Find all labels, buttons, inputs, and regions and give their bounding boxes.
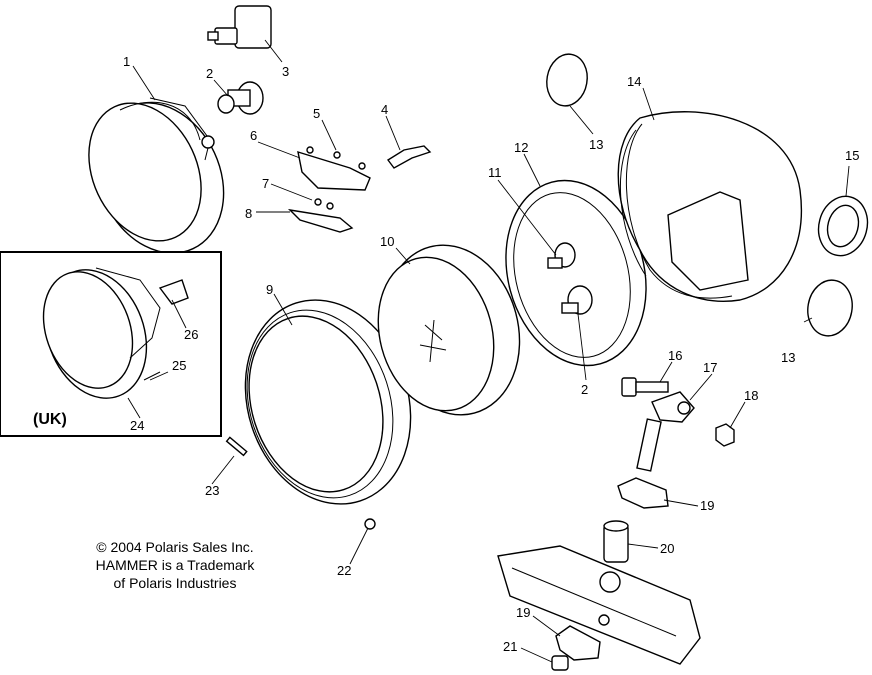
callout-23: 23 xyxy=(205,483,219,498)
leader-lines xyxy=(127,39,850,663)
clip-4 xyxy=(386,145,432,169)
callout-26: 26 xyxy=(184,327,198,342)
callout-7: 7 xyxy=(262,176,269,191)
bulb-socket-3 xyxy=(207,5,272,49)
pin-23 xyxy=(225,436,248,457)
callout-15: 15 xyxy=(845,148,859,163)
headlight-bezel-ring xyxy=(244,299,412,505)
grommet-15 xyxy=(817,195,869,257)
headlight-lens xyxy=(377,244,521,416)
bulb-2-upper xyxy=(217,81,264,115)
bulb-socket-11 xyxy=(547,242,576,269)
adjuster-plate-8 xyxy=(287,208,354,233)
cap-13-lower xyxy=(807,279,853,337)
nut-21 xyxy=(551,655,569,671)
screws-7 xyxy=(314,198,334,210)
sleeve-20 xyxy=(603,520,629,563)
callout-10: 10 xyxy=(380,234,394,249)
callout-5: 5 xyxy=(313,106,320,121)
mount-arm-17 xyxy=(636,391,695,472)
callout-11: 11 xyxy=(488,165,502,180)
bulb-2-lower xyxy=(561,285,593,315)
bushing-19-lower xyxy=(555,625,601,661)
callout-25: 25 xyxy=(172,358,186,373)
bolt-16 xyxy=(621,377,669,397)
screw-5 xyxy=(333,151,341,159)
mounting-ring-12 xyxy=(505,179,647,367)
headlamp-unit xyxy=(88,97,225,254)
callout-13-lower: 13 xyxy=(781,350,795,365)
copyright-notice: © 2004 Polaris Sales Inc. HAMMER is a Tr… xyxy=(60,538,290,592)
callout-14: 14 xyxy=(627,74,641,89)
callout-3: 3 xyxy=(282,64,289,79)
callout-21: 21 xyxy=(503,639,517,654)
uk-inset xyxy=(0,251,222,437)
copyright-line: © 2004 Polaris Sales Inc. xyxy=(96,539,254,555)
callout-24: 24 xyxy=(130,418,144,433)
callout-22: 22 xyxy=(337,563,351,578)
callout-2-lower: 2 xyxy=(581,382,588,397)
callout-4: 4 xyxy=(381,102,388,117)
uk-inset-label: (UK) xyxy=(33,411,67,428)
nut-22 xyxy=(364,518,376,530)
bracket-6 xyxy=(297,146,371,191)
callout-20: 20 xyxy=(660,541,674,556)
callout-labels: 1 2 3 4 5 6 7 8 9 10 11 12 2 13 13 14 15… xyxy=(33,54,859,654)
callout-2-upper: 2 xyxy=(206,66,213,81)
callout-8: 8 xyxy=(245,206,252,221)
trademark-line: HAMMER is a Trademark xyxy=(95,557,255,573)
bushing-19-upper xyxy=(617,477,669,509)
callout-13-upper: 13 xyxy=(589,137,603,152)
callout-1: 1 xyxy=(123,54,130,69)
callout-6: 6 xyxy=(250,128,257,143)
callout-12: 12 xyxy=(514,140,528,155)
nut-18 xyxy=(715,423,735,447)
callout-17: 17 xyxy=(703,360,717,375)
callout-18: 18 xyxy=(744,388,758,403)
trademark-owner-line: of Polaris Industries xyxy=(113,575,237,591)
cap-13-upper xyxy=(546,53,588,107)
headlight-housing-14 xyxy=(617,111,802,302)
callout-19-lower: 19 xyxy=(516,605,530,620)
callout-19-upper: 19 xyxy=(700,498,714,513)
handlebar-mount xyxy=(497,545,701,665)
callout-9: 9 xyxy=(266,282,273,297)
callout-16: 16 xyxy=(668,348,682,363)
